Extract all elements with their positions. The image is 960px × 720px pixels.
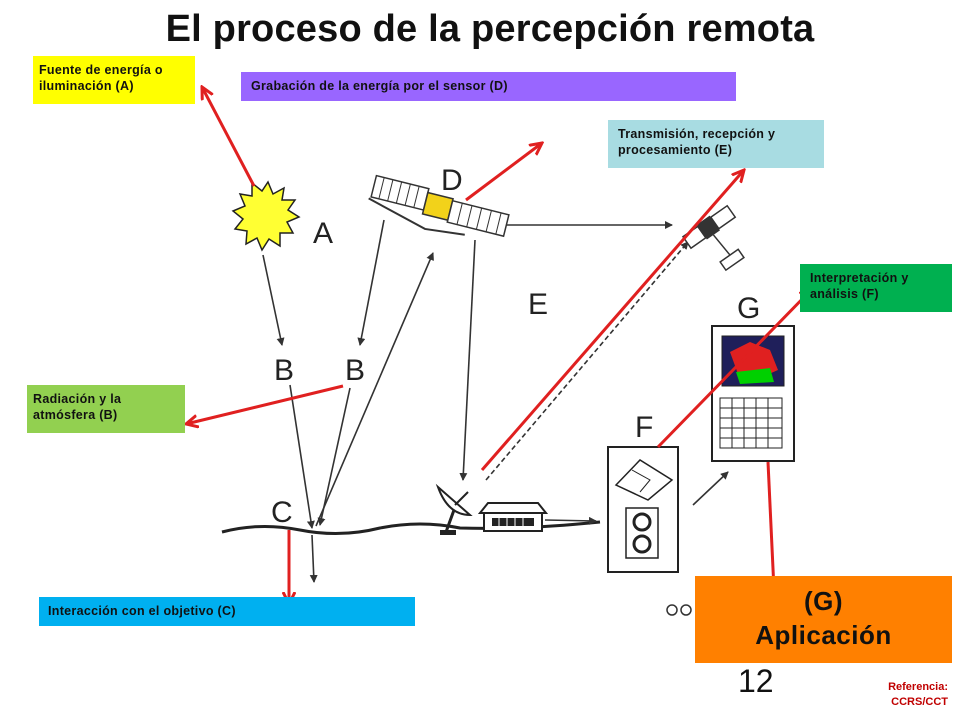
callout-arrows xyxy=(186,87,812,604)
label-e: E xyxy=(528,288,548,321)
label-box-transmission: Transmisión, recepción y procesamiento (… xyxy=(608,120,824,168)
reference-source: CCRS/CCT xyxy=(891,696,948,708)
application-text: Aplicación xyxy=(755,620,892,650)
arrow-to-f xyxy=(656,289,812,449)
label-box-interpretation: Interpretación y análisis (F) xyxy=(800,264,952,312)
analysis-panel-icon xyxy=(607,446,679,573)
label-c: C xyxy=(271,496,293,529)
page-title: El proceso de la percepción remota xyxy=(165,8,815,50)
label-g: G xyxy=(737,292,760,325)
arrow-to-d xyxy=(465,143,542,202)
reference-note: Referencia: CCRS/CCT xyxy=(888,680,948,710)
relay-satellite-icon xyxy=(681,204,745,272)
reference-label: Referencia: xyxy=(888,681,948,693)
satellite-dish-icon xyxy=(435,483,473,535)
arrow-to-a xyxy=(202,87,256,187)
label-box-energy-source: Fuente de energía o iluminación (A) xyxy=(33,56,195,104)
application-panel-icon xyxy=(711,325,795,462)
label-box-target-interaction: Interacción con el objetivo (C) xyxy=(39,597,415,626)
label-f: F xyxy=(635,411,653,444)
label-d: D xyxy=(441,164,463,197)
label-box-application: (G) Aplicación xyxy=(695,576,952,663)
arrow-to-b xyxy=(186,384,344,424)
sun-icon xyxy=(231,180,301,252)
label-a: A xyxy=(313,217,333,250)
label-b1: B xyxy=(274,354,294,387)
label-b2: B xyxy=(345,354,365,387)
satellite-sensor-icon xyxy=(368,174,510,238)
page-number: 12 xyxy=(738,663,774,699)
radiation-paths xyxy=(262,219,729,583)
label-box-sensor-recording: Grabación de la energía por el sensor (D… xyxy=(241,72,736,101)
application-letter: (G) xyxy=(803,586,844,616)
arrow-to-g xyxy=(768,461,774,590)
copyright-icon xyxy=(666,604,692,616)
label-box-radiation-atmosphere: Radiación y la atmósfera (B) xyxy=(27,385,185,433)
arrow-to-e xyxy=(480,170,744,471)
ground-station-icon xyxy=(477,502,549,532)
